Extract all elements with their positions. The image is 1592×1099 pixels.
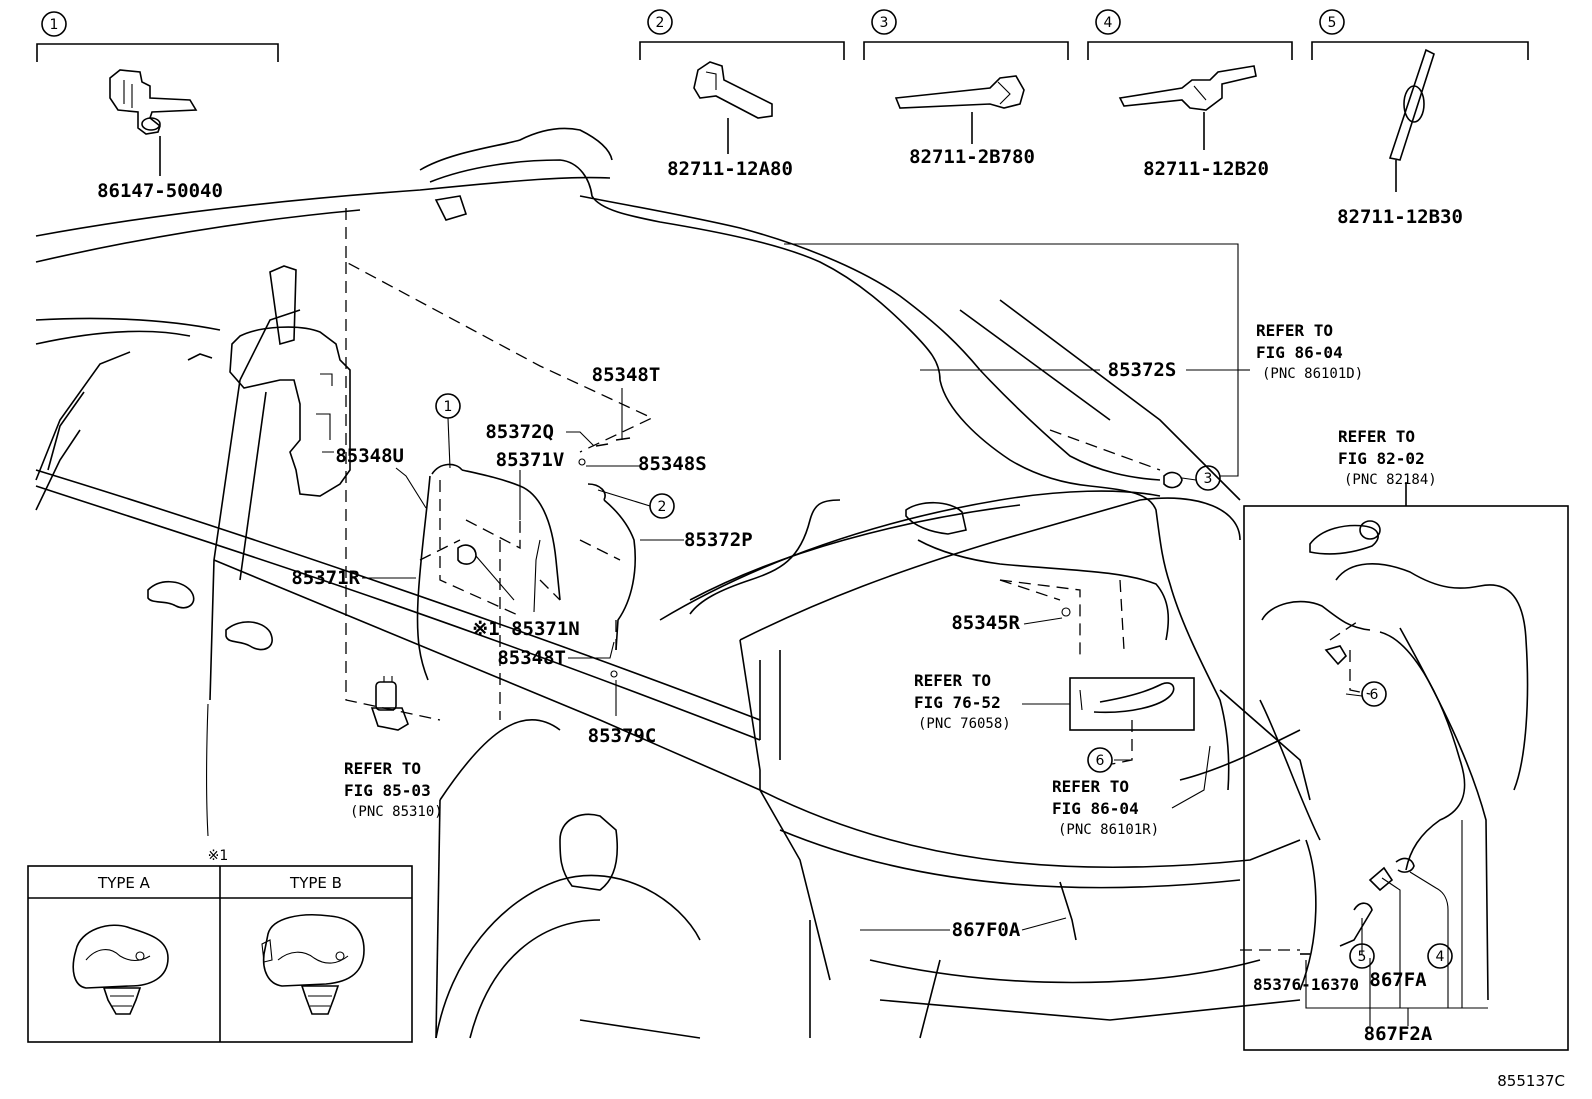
- refer-note-86-04-D: REFER TO FIG 86-04 (PNC 86101D): [1256, 321, 1363, 382]
- label-85376-16370: 85376-16370: [1253, 975, 1359, 994]
- part-number-82711-2B780: 82711-2B780: [909, 146, 1035, 168]
- part-number-82711-12A80: 82711-12A80: [667, 158, 793, 180]
- header-brackets: [36, 41, 1529, 62]
- legend-type-b: TYPE B: [289, 874, 342, 892]
- refer-line3: (PNC 86101D): [1262, 366, 1363, 382]
- label-85372P: 85372P: [684, 529, 753, 551]
- refer-note-85-03: REFER TO FIG 85-03 (PNC 85310): [344, 759, 443, 820]
- clamp-4-drawing: [1118, 65, 1257, 150]
- part-number-86147-50040: 86147-50040: [97, 180, 223, 202]
- label-85371V: 85371V: [496, 449, 565, 471]
- callout-2: 2: [656, 15, 665, 31]
- refer-note-76-52: REFER TO FIG 76-52 (PNC 76058): [914, 671, 1011, 732]
- legend-type-a: TYPE A: [97, 874, 151, 892]
- washer-hoses: [416, 127, 1230, 791]
- body-callouts: 1 2 3 6 6 5 4: [435, 393, 1453, 969]
- clamp-5-drawing: [1388, 48, 1435, 192]
- label-85348T-bottom: 85348T: [497, 647, 566, 669]
- label-85379C: 85379C: [588, 725, 657, 747]
- part-number-82711-12B20: 82711-12B20: [1143, 158, 1269, 180]
- part-labels: 85348T 85372Q 85348S 85348U 85371V 85372…: [291, 359, 1433, 1045]
- refer-line2: FIG 82-02: [1338, 449, 1425, 468]
- clamp-2-drawing: [693, 61, 773, 154]
- callout-1-body: 1: [444, 399, 453, 415]
- refer-line3: (PNC 86101R): [1058, 822, 1159, 838]
- label-85371N: ※1 85371N: [472, 618, 579, 640]
- clamp-3-drawing: [894, 75, 1025, 144]
- refer-line2: FIG 86-04: [1052, 799, 1139, 818]
- vehicle-body: [35, 176, 1321, 1039]
- label-85348S: 85348S: [638, 453, 707, 475]
- callout-3: 3: [880, 15, 889, 31]
- refer-line2: FIG 86-04: [1256, 343, 1343, 362]
- clamp-1-drawing: [109, 69, 198, 176]
- callout-2-body: 2: [658, 499, 667, 515]
- label-85348T-top: 85348T: [592, 364, 661, 386]
- refer-line3: (PNC 76058): [918, 716, 1011, 732]
- refer-line1: REFER TO: [1338, 427, 1415, 446]
- label-85371R: 85371R: [291, 567, 360, 589]
- label-867FA: 867FA: [1369, 969, 1427, 991]
- refer-line1: REFER TO: [344, 759, 421, 778]
- label-85372S: 85372S: [1108, 359, 1177, 381]
- label-85372Q: 85372Q: [485, 421, 554, 443]
- diagram-id: 855137C: [1497, 1072, 1565, 1090]
- callout-4-box: 4: [1436, 949, 1445, 965]
- callout-6-body: 6: [1096, 753, 1105, 769]
- refer-line2: FIG 76-52: [914, 693, 1001, 712]
- callout-5: 5: [1328, 15, 1337, 31]
- phantom-lines: [345, 208, 1371, 951]
- refer-note-86-04-R: REFER TO FIG 86-04 (PNC 86101R): [1052, 777, 1159, 838]
- leader-lines: [205, 243, 1363, 976]
- refer-note-82-02: REFER TO FIG 82-02 (PNC 82184): [1338, 427, 1437, 488]
- callout-6-box: 6: [1370, 687, 1379, 703]
- label-867F2A: 867F2A: [1364, 1023, 1433, 1045]
- washer-pump: [370, 676, 409, 731]
- callout-5-box: 5: [1358, 949, 1367, 965]
- label-867F0A: 867F0A: [952, 919, 1021, 941]
- rear-detail-box: [1243, 482, 1569, 1051]
- legend-mark: ※1: [208, 848, 229, 864]
- small-clips: [578, 437, 1077, 941]
- refer-line2: FIG 85-03: [344, 781, 431, 800]
- washer-reservoir: [187, 265, 351, 497]
- part-number-82711-12B30: 82711-12B30: [1337, 206, 1463, 228]
- refer-line1: REFER TO: [914, 671, 991, 690]
- refer-line1: REFER TO: [1052, 777, 1129, 796]
- type-legend: ※1 TYPE A TYPE B: [27, 848, 413, 1043]
- refer-line1: REFER TO: [1256, 321, 1333, 340]
- callout-4: 4: [1104, 15, 1113, 31]
- header-callouts: 1 2 3 4 5: [41, 9, 1345, 37]
- refer-line3: (PNC 82184): [1344, 472, 1437, 488]
- callout-1: 1: [50, 17, 59, 33]
- refer-line3: (PNC 85310): [350, 804, 443, 820]
- label-85345R: 85345R: [951, 612, 1020, 634]
- callout-3-body: 3: [1204, 471, 1213, 487]
- label-85348U: 85348U: [335, 445, 404, 467]
